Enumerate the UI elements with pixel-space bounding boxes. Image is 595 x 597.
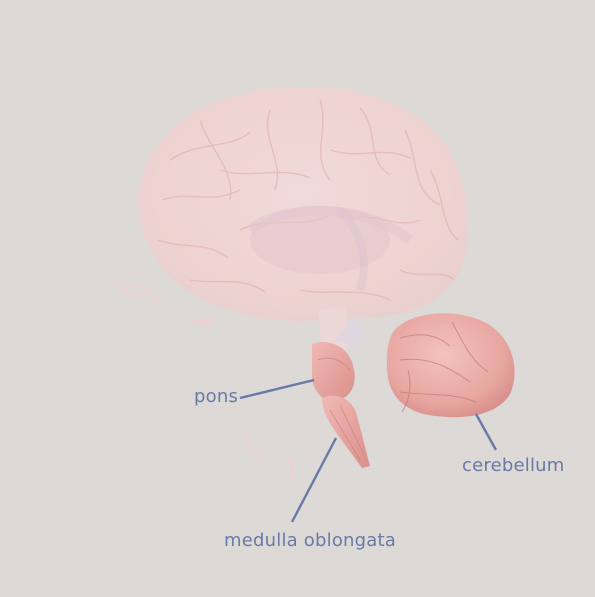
medulla-oblongata-label: medulla oblongata <box>224 530 397 551</box>
leader-lines <box>239 378 498 523</box>
cerebrum <box>137 86 469 354</box>
cerebellum-leader-line <box>474 413 498 451</box>
nerve-fragments <box>111 280 295 480</box>
pons-structure <box>312 342 355 402</box>
brainstem <box>312 342 370 468</box>
cerebellum-structure <box>386 313 515 418</box>
medulla-leader-line <box>290 437 338 523</box>
pons-leader-line <box>239 378 315 400</box>
cerebellum-label: cerebellum <box>462 455 565 476</box>
medulla-structure <box>322 395 370 468</box>
pons-label: pons <box>194 386 239 407</box>
